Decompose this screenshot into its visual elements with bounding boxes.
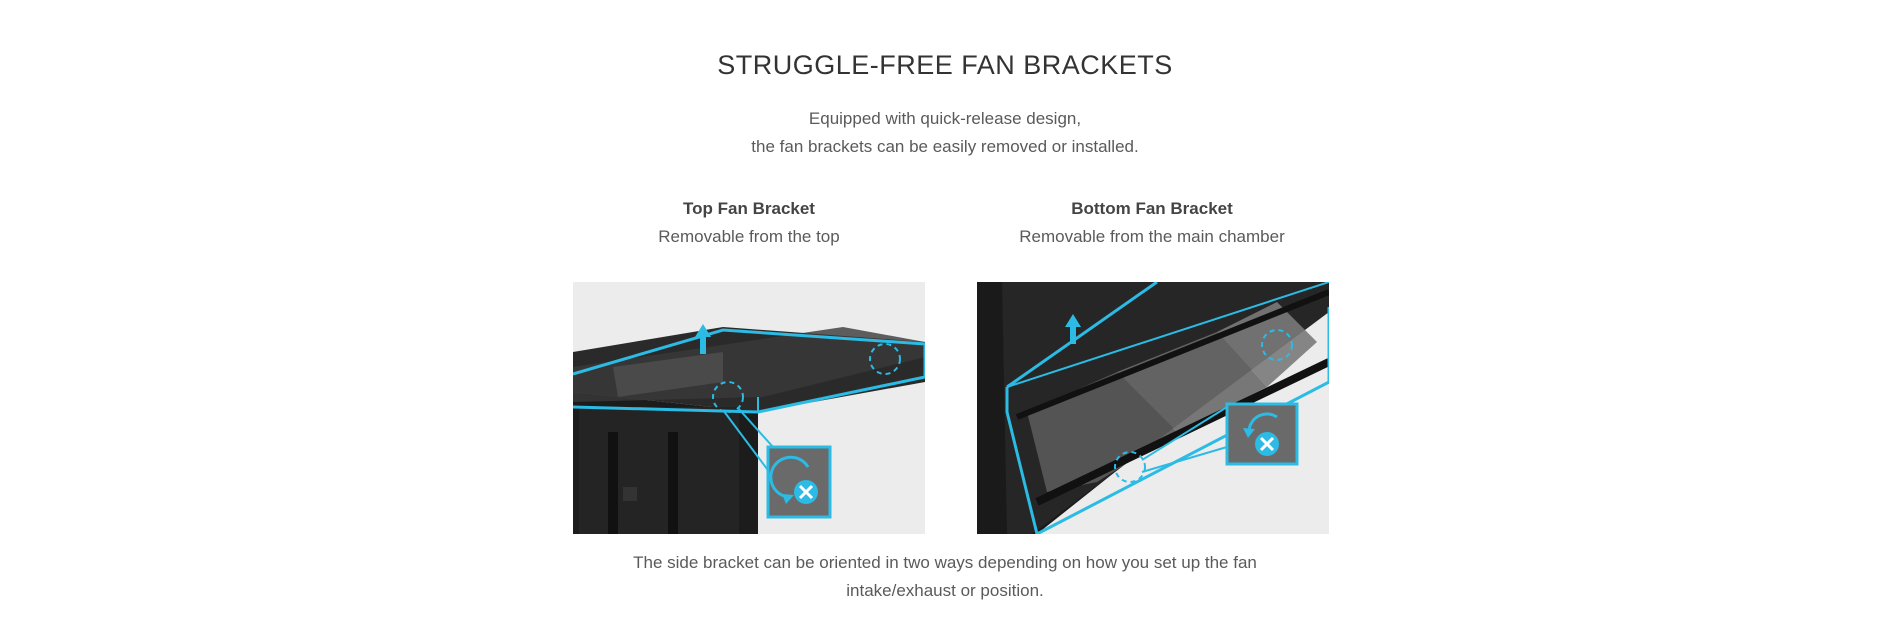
intro-text: Equipped with quick-release design, the … (0, 105, 1890, 161)
bottom-bracket-subtitle: Removable from the main chamber (1019, 227, 1285, 246)
top-bracket-caption: Top Fan Bracket Removable from the top (573, 195, 925, 251)
top-bracket-title: Top Fan Bracket (683, 199, 815, 218)
bottom-bracket-title: Bottom Fan Bracket (1071, 199, 1233, 218)
bottom-bracket-caption: Bottom Fan Bracket Removable from the ma… (976, 195, 1328, 251)
footer-note: The side bracket can be oriented in two … (0, 549, 1890, 605)
intro-line-2: the fan brackets can be easily removed o… (751, 137, 1139, 156)
top-fan-bracket-photo (573, 282, 925, 534)
intro-line-1: Equipped with quick-release design, (808, 109, 1082, 128)
top-bracket-subtitle: Removable from the top (658, 227, 840, 246)
bottom-fan-bracket-photo (977, 282, 1329, 534)
footer-text: The side bracket can be oriented in two … (633, 553, 1257, 600)
page-title: STRUGGLE-FREE FAN BRACKETS (717, 50, 1173, 80)
